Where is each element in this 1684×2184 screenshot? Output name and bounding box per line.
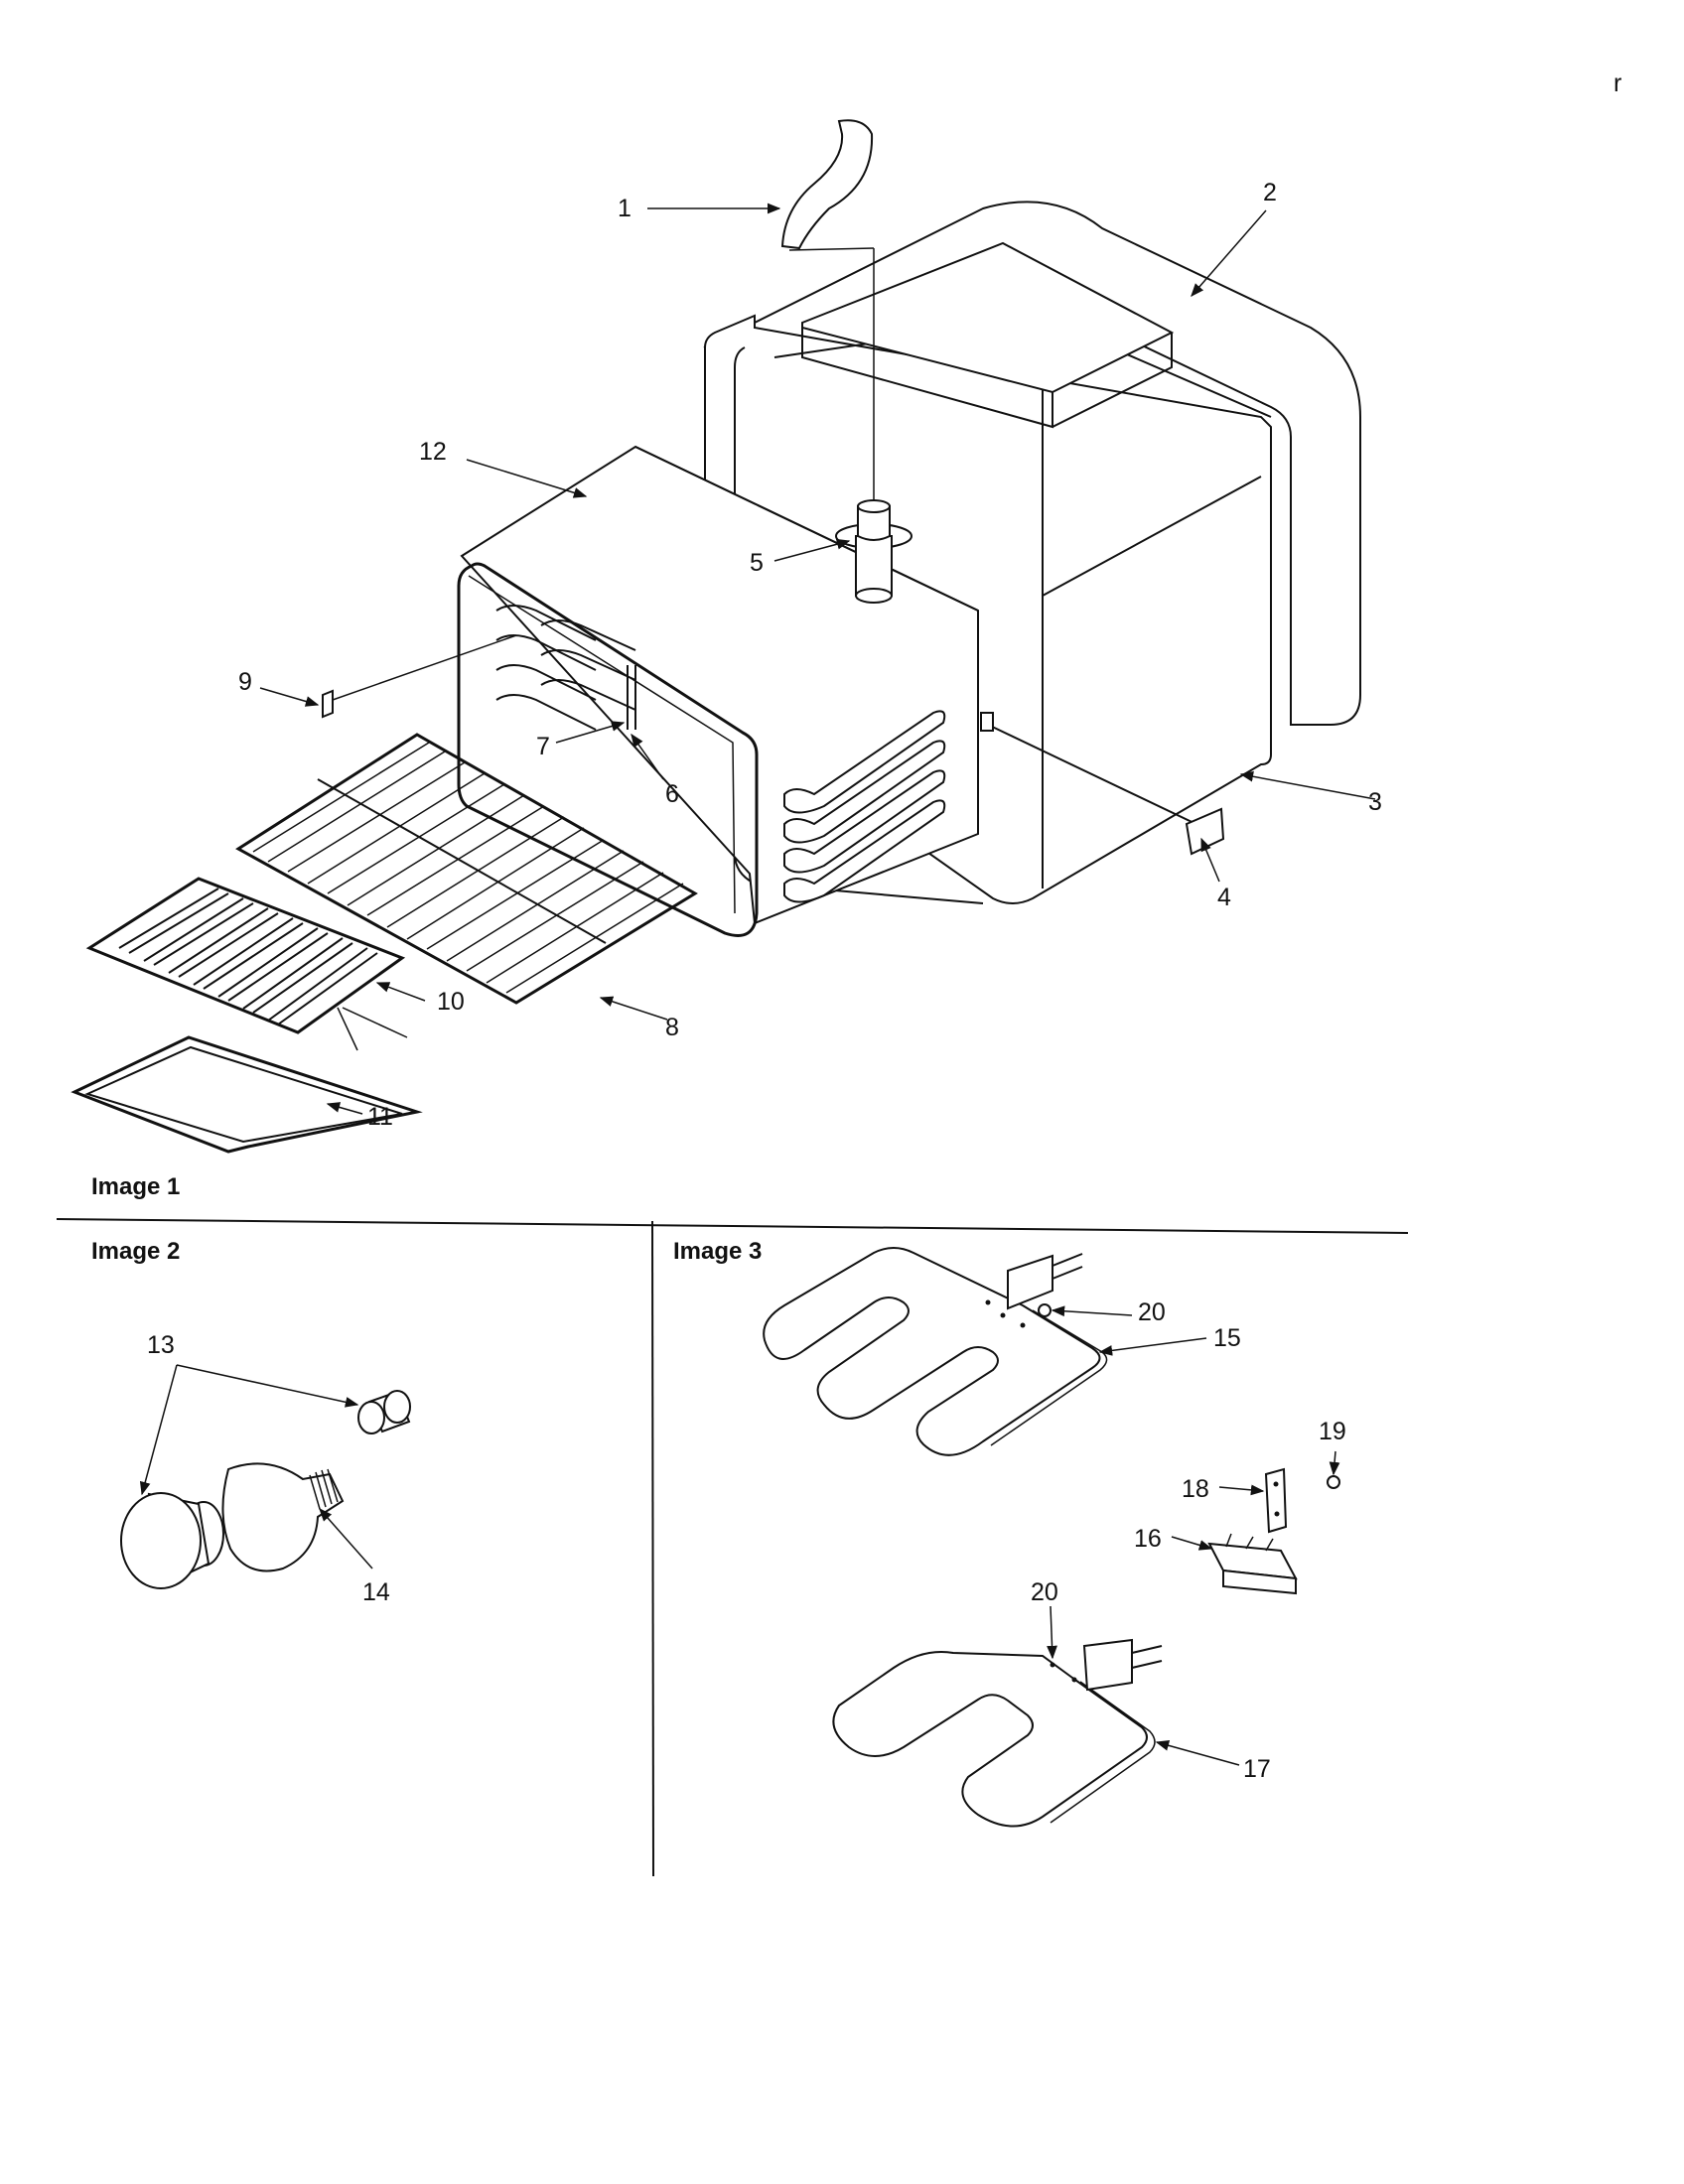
callout-20-broil: 20 bbox=[1138, 1298, 1166, 1326]
socket-ring bbox=[357, 1390, 411, 1434]
horizontal-divider bbox=[56, 1218, 1409, 1234]
bracket bbox=[1185, 807, 1225, 856]
section-title-image1: Image 1 bbox=[91, 1173, 180, 1200]
image3-leaders bbox=[1047, 1305, 1340, 1766]
corner-mark: r bbox=[1614, 69, 1621, 97]
callout-17: 17 bbox=[1243, 1755, 1271, 1783]
vent-tube bbox=[835, 248, 912, 604]
section-title-image3: Image 3 bbox=[673, 1238, 762, 1265]
rod bbox=[987, 724, 1207, 830]
image3-heating-elements: Image 3 bbox=[673, 1238, 1346, 1828]
bake-element bbox=[832, 1638, 1163, 1828]
callout-9: 9 bbox=[238, 668, 252, 696]
screw bbox=[1327, 1475, 1340, 1489]
light-bulb bbox=[221, 1462, 345, 1572]
broil-element bbox=[763, 1247, 1108, 1456]
callout-1: 1 bbox=[618, 195, 632, 222]
callout-5: 5 bbox=[750, 549, 764, 577]
vent-duct bbox=[780, 119, 875, 251]
callout-12: 12 bbox=[419, 438, 447, 466]
callout-11: 11 bbox=[367, 1103, 393, 1131]
sensor-bulb bbox=[627, 665, 636, 730]
rack-supports bbox=[495, 605, 636, 731]
callout-15: 15 bbox=[1213, 1324, 1241, 1352]
broil-grid bbox=[85, 877, 406, 1034]
callout-19: 19 bbox=[1319, 1418, 1346, 1445]
callout-4: 4 bbox=[1217, 884, 1231, 911]
callout-10: 10 bbox=[437, 988, 465, 1016]
image1-oven-assembly: 1 2 3 4 5 6 7 8 9 10 11 12 Image 1 bbox=[70, 119, 1382, 1200]
side-vents bbox=[783, 710, 946, 903]
insulation-wrap bbox=[703, 201, 1361, 904]
left-bracket bbox=[322, 689, 334, 719]
oven-rack bbox=[235, 733, 698, 1005]
callout-6: 6 bbox=[665, 780, 679, 808]
callout-2: 2 bbox=[1263, 179, 1277, 206]
vertical-divider bbox=[651, 1220, 654, 1877]
oven-cavity bbox=[457, 445, 979, 937]
terminal-block bbox=[1207, 1533, 1298, 1595]
image2-leaders bbox=[139, 1364, 373, 1570]
lens-cover bbox=[120, 1492, 224, 1589]
clip-plate bbox=[1264, 1467, 1288, 1534]
callout-13: 13 bbox=[147, 1331, 175, 1359]
callout-18: 18 bbox=[1182, 1475, 1209, 1503]
callout-3: 3 bbox=[1368, 788, 1382, 816]
callout-7: 7 bbox=[536, 733, 550, 760]
callout-16: 16 bbox=[1134, 1525, 1162, 1553]
callout-20-bake: 20 bbox=[1031, 1578, 1058, 1606]
rod-clip bbox=[980, 712, 994, 732]
image1-callouts: 1 2 3 4 5 6 7 8 9 10 11 12 bbox=[238, 179, 1382, 1131]
callout-14: 14 bbox=[362, 1578, 390, 1606]
image2-light-assembly: Image 2 13 14 bbox=[91, 1238, 411, 1606]
section-title-image2: Image 2 bbox=[91, 1238, 180, 1265]
broil-pan bbox=[70, 1007, 423, 1154]
leader-lines bbox=[259, 203, 1376, 1115]
callout-8: 8 bbox=[665, 1014, 679, 1041]
